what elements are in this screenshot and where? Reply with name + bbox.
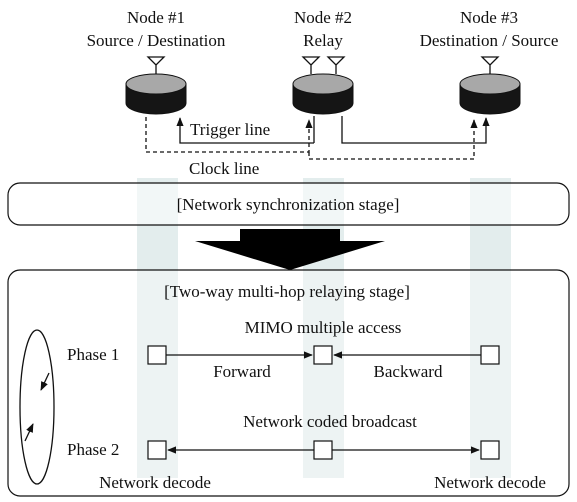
- node1-title: Node #1: [127, 8, 185, 27]
- network-decode-left-label: Network decode: [99, 473, 211, 492]
- node2-antenna-left-icon: [301, 56, 321, 74]
- node2-antenna-right-icon: [326, 56, 346, 74]
- phase-cycle-arrow-down: [40, 372, 50, 391]
- node3-column-shade: [470, 178, 511, 478]
- node3-device-icon: [459, 73, 521, 115]
- forward-label: Forward: [213, 362, 271, 381]
- node1-role: Source / Destination: [87, 31, 226, 50]
- phase2-node3-box: [480, 440, 500, 460]
- node2-title: Node #2: [294, 8, 352, 27]
- phase2-node1-box: [147, 440, 167, 460]
- clock-line-from-node1: [145, 117, 313, 153]
- phase-cycle-arrow-up: [24, 423, 34, 442]
- node3-title: Node #3: [460, 8, 518, 27]
- relay-stage-label: [Two-way multi-hop relaying stage]: [164, 282, 410, 301]
- node2-role: Relay: [303, 31, 343, 50]
- phase1-label: Phase 1: [67, 345, 119, 364]
- node2-column-shade: [303, 178, 344, 478]
- phase2-label: Phase 2: [67, 440, 119, 459]
- trigger-line-to-node1: [176, 117, 314, 144]
- node1-antenna-icon: [146, 56, 166, 74]
- broadcast-label: Network coded broadcast: [243, 412, 417, 431]
- trigger-line-label: Trigger line: [190, 120, 270, 139]
- network-decode-right-label: Network decode: [434, 473, 546, 492]
- sync-stage-box: [7, 182, 570, 226]
- node1-device-icon: [125, 73, 187, 115]
- clock-line-label: Clock line: [189, 159, 259, 178]
- phase2-node2-box: [313, 440, 333, 460]
- node1-column-shade: [137, 178, 178, 478]
- node2-device-icon: [292, 73, 354, 115]
- stage-transition-arrow: [195, 229, 385, 270]
- phase1-node3-box: [480, 345, 500, 365]
- phase1-node2-box: [313, 345, 333, 365]
- backward-label: Backward: [374, 362, 443, 381]
- node3-antenna-icon: [480, 56, 500, 74]
- phase-cycle-ellipse: [19, 329, 55, 485]
- clock-line-to-node3: [308, 119, 478, 160]
- trigger-line-to-node3: [341, 116, 490, 144]
- sync-stage-label: [Network synchronization stage]: [177, 195, 400, 214]
- phase1-node1-box: [147, 345, 167, 365]
- node3-role: Destination / Source: [420, 31, 559, 50]
- mimo-access-label: MIMO multiple access: [245, 318, 402, 337]
- relay-stage-box: [7, 269, 570, 497]
